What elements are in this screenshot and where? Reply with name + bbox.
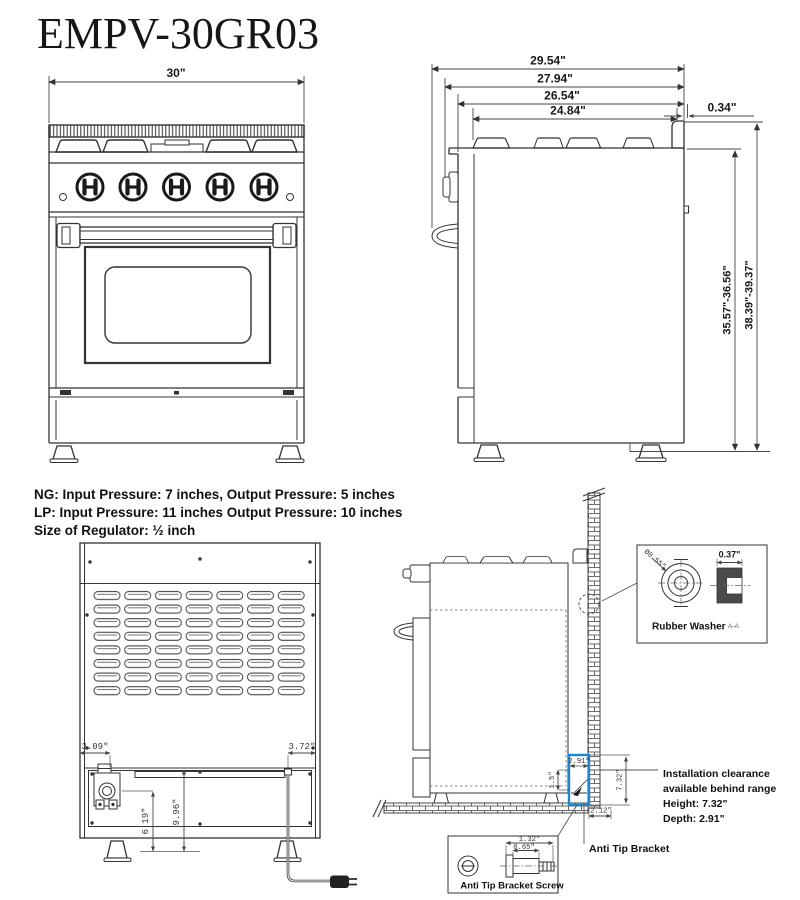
gas-spec-text: NG: Input Pressure: 7 inches, Output Pre… [34, 487, 402, 538]
control-knobs [59, 174, 294, 201]
cord-offset-dim: 3.72" [288, 742, 315, 752]
spec-lp: LP: Input Pressure: 11 inches Output Pre… [34, 505, 402, 520]
anti-tip-screw-label: Anti Tip Bracket Screw [460, 881, 564, 892]
installation-view: 2.91" 1.5" 7.32" 2.12" Installation clea… [372, 487, 776, 894]
storage-drawer [55, 400, 298, 440]
svg-text:Depth: 2.91": Depth: 2.91" [663, 813, 725, 825]
back-feet [103, 840, 302, 862]
spec-ng: NG: Input Pressure: 7 inches, Output Pre… [34, 487, 395, 502]
backsplash [671, 120, 685, 149]
bracket-height-dim: 1.5" [549, 771, 557, 788]
side-handle [431, 223, 459, 249]
depth-cooktop-dim: 24.84" [550, 104, 586, 118]
anti-tip-screw-detail: 1.32" 0.65" Anti Tip Bracket Screw [447, 804, 578, 894]
back-view: 3.09" 3.72" 6.19" 9.96" [79, 542, 357, 888]
oven-handle [56, 222, 297, 249]
height-overall-dim: 38.39"-39.37" [744, 260, 756, 329]
clearance-height-dim: 7.32" [617, 769, 625, 791]
vent-grid [93, 589, 308, 698]
base-depth-dim: 2.12" [590, 808, 612, 816]
svg-text:available behind range: available behind range [663, 783, 776, 795]
washer-thickness-dim: 0.37" [719, 550, 741, 560]
clearance-highlight-box [567, 753, 591, 807]
gas-inlet-fitting [93, 763, 121, 810]
side-view: 29.54" 27.94" 26.54" 24.84" 0.34" [431, 54, 770, 462]
power-plug [330, 875, 349, 888]
page-title: EMPV-30GR03 [37, 9, 319, 58]
rubber-washer-label: Rubber Washer [652, 622, 726, 633]
washer-section-mark: A-A [728, 623, 740, 630]
back-gap-dim: 0.34" [707, 101, 736, 115]
front-feet [49, 445, 305, 463]
panel-screws [85, 557, 315, 826]
front-view: 30" [48, 66, 305, 463]
gas-height-dim: 6.19" [141, 807, 151, 834]
oven-door [55, 217, 298, 388]
depth-body-dim: 26.54" [544, 89, 580, 103]
svg-text:Installation clearance: Installation clearance [663, 768, 770, 780]
anti-tip-bracket-label: Anti Tip Bracket [589, 843, 670, 855]
cord-height-dim: 9.96" [172, 798, 182, 825]
spec-regulator: Size of Regulator: ½ inch [34, 523, 195, 538]
wall [587, 492, 601, 809]
power-cord [284, 768, 357, 888]
washer-location-circle [578, 593, 600, 615]
gas-offset-dim: 3.09" [81, 742, 108, 752]
screw-length-dim: 1.32" [519, 836, 541, 844]
svg-text:Height: 7.32": Height: 7.32" [663, 798, 728, 810]
clearance-note: Installation clearance available behind … [663, 768, 776, 825]
height-cooktop-dim: 35.57"-36.56" [722, 265, 734, 334]
oven-window [83, 245, 272, 365]
floor [383, 802, 589, 814]
side-feet [473, 444, 667, 462]
rubber-washer-detail: Ø0.55" 0.37" Rubber Washer A-A [601, 544, 768, 644]
cooktop-hatch-band [48, 124, 305, 138]
depth-knobs-dim: 27.94" [537, 72, 573, 86]
front-width-dim: 30" [166, 66, 185, 80]
screw-head-dim: 0.65" [513, 844, 535, 852]
clearance-depth-dim: 2.91" [568, 758, 590, 766]
range-side-silhouette [393, 548, 588, 804]
depth-total-dim: 29.54" [530, 54, 566, 68]
